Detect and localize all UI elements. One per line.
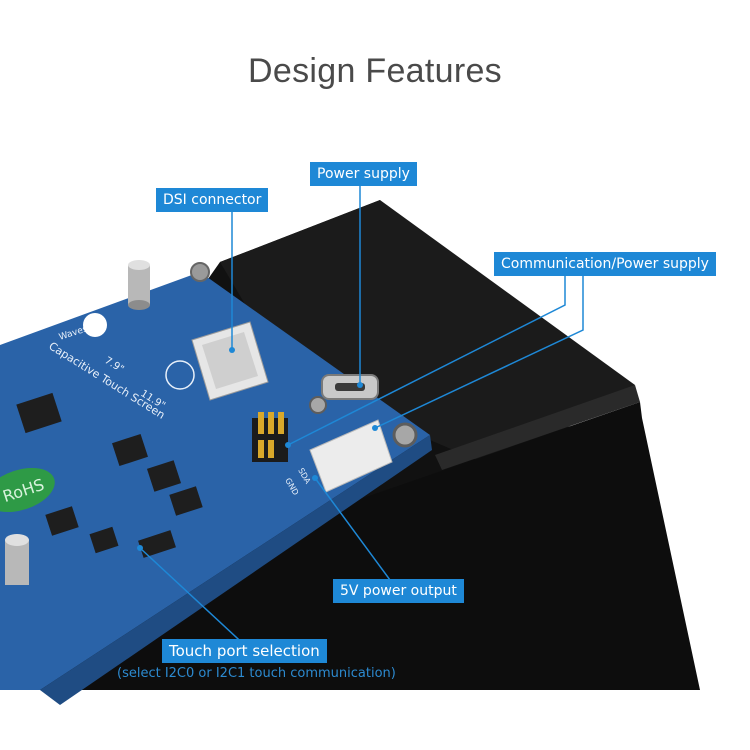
rohs-badge <box>0 467 55 513</box>
pcb-board <box>0 272 430 690</box>
chip <box>169 486 203 516</box>
leader-dot <box>372 425 378 431</box>
page-title: Design Features <box>248 52 502 90</box>
mount-screw-middle <box>309 396 327 414</box>
chip <box>16 392 62 434</box>
leader-dot <box>137 545 143 551</box>
leader-dot <box>357 382 363 388</box>
display-panel-top <box>220 200 635 470</box>
chip <box>112 433 148 467</box>
logo-mark <box>83 313 107 337</box>
silkscreen-circle <box>165 360 195 390</box>
pin-header <box>252 412 288 462</box>
chip <box>89 526 119 554</box>
leader-dot <box>285 442 291 448</box>
callout-5v-output: 5V power output <box>333 579 464 603</box>
pcb-edge <box>40 435 432 705</box>
jst-connector <box>309 419 393 493</box>
mount-screw-top <box>190 262 210 282</box>
leader-comm-2 <box>287 275 566 446</box>
standoff-bottom <box>5 534 29 585</box>
callout-communication-power: Communication/Power supply <box>494 252 716 276</box>
leader-dot <box>312 475 318 481</box>
mount-screw-right <box>392 422 418 448</box>
leader-dot <box>229 347 235 353</box>
chip <box>45 506 79 536</box>
dsi-connector-slot <box>202 332 258 389</box>
callout-touch-port: Touch port selection <box>162 639 327 663</box>
callout-power-supply: Power supply <box>310 162 417 186</box>
chip <box>146 460 182 492</box>
standoff-top <box>128 260 150 310</box>
touch-port-note: (select I2C0 or I2C1 touch communication… <box>117 666 396 681</box>
display-panel-edge <box>435 385 640 470</box>
callout-dsi-connector: DSI connector <box>156 188 269 212</box>
leader-comm <box>374 275 584 429</box>
chip <box>138 530 176 558</box>
